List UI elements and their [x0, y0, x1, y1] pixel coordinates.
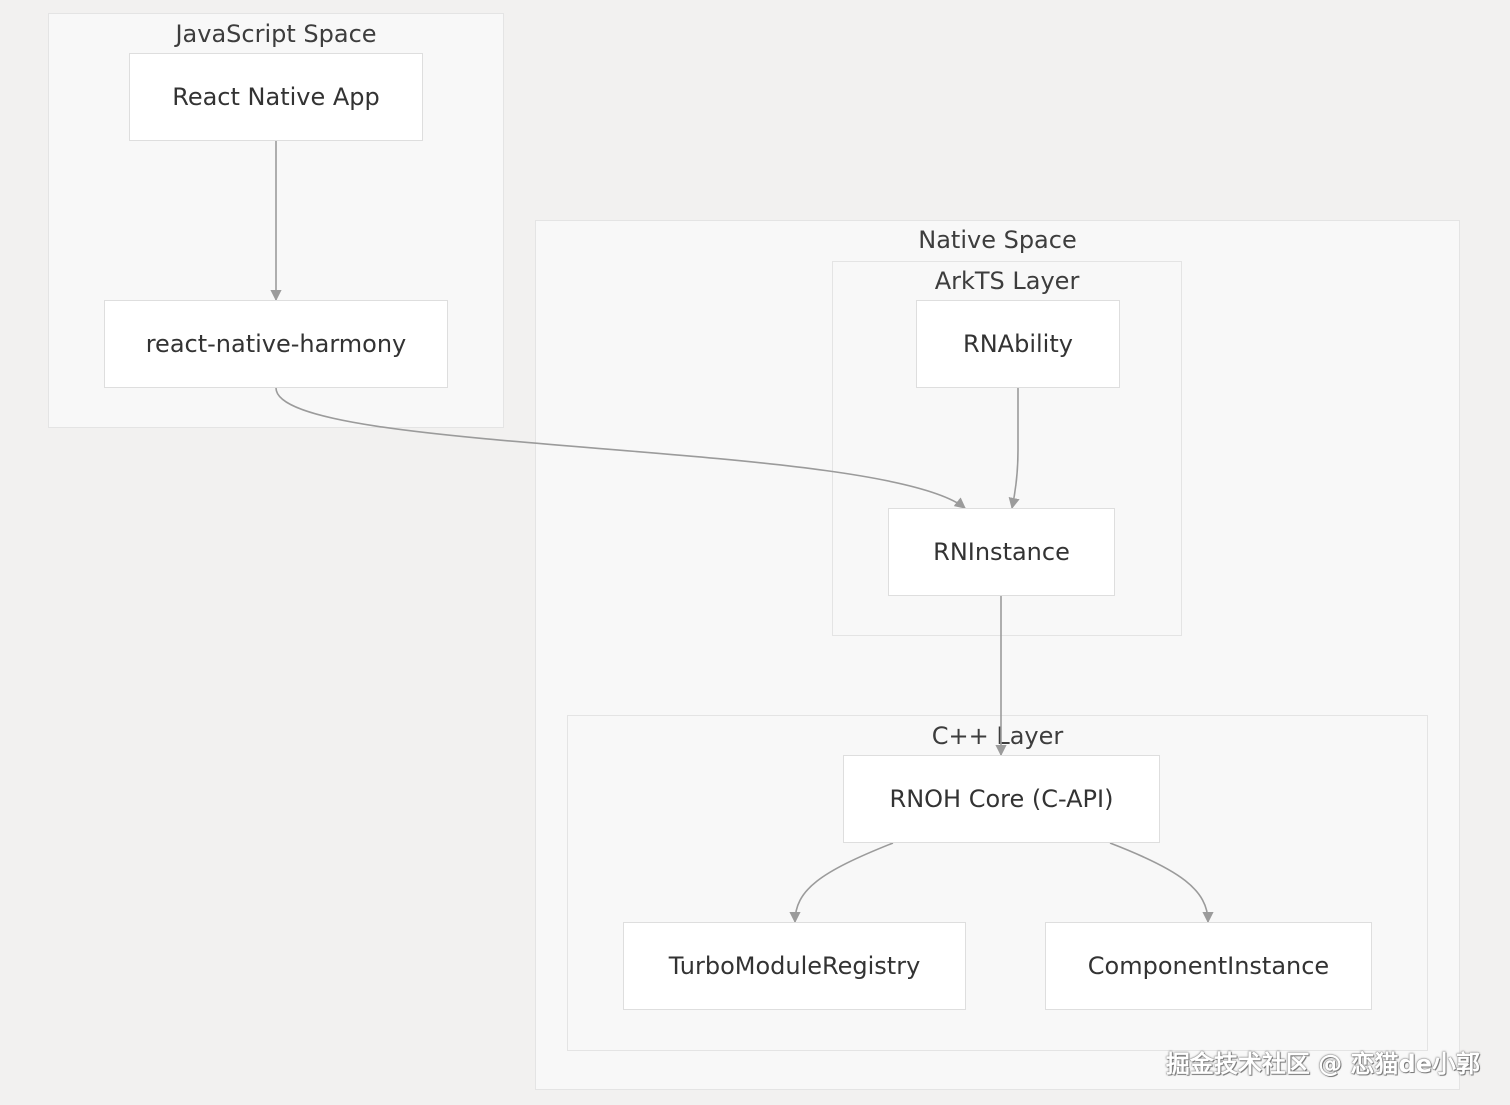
node-rnability: RNAbility — [916, 300, 1120, 388]
cluster-title-javascript-space: JavaScript Space — [175, 20, 377, 48]
node-component-instance: ComponentInstance — [1045, 922, 1372, 1010]
node-turbo-module-registry: TurboModuleRegistry — [623, 922, 966, 1010]
node-rnoh-core: RNOH Core (C-API) — [843, 755, 1160, 843]
watermark-text: 掘金技术社区 @ 恋猫de小郭 — [1165, 1050, 1480, 1078]
node-react-native-harmony: react-native-harmony — [104, 300, 448, 388]
node-react-native-app: React Native App — [129, 53, 423, 141]
cluster-title-native-space: Native Space — [918, 226, 1077, 254]
cluster-title-arkts-layer: ArkTS Layer — [934, 267, 1080, 295]
node-rninstance: RNInstance — [888, 508, 1115, 596]
cluster-title-cpp-layer: C++ Layer — [931, 722, 1064, 750]
